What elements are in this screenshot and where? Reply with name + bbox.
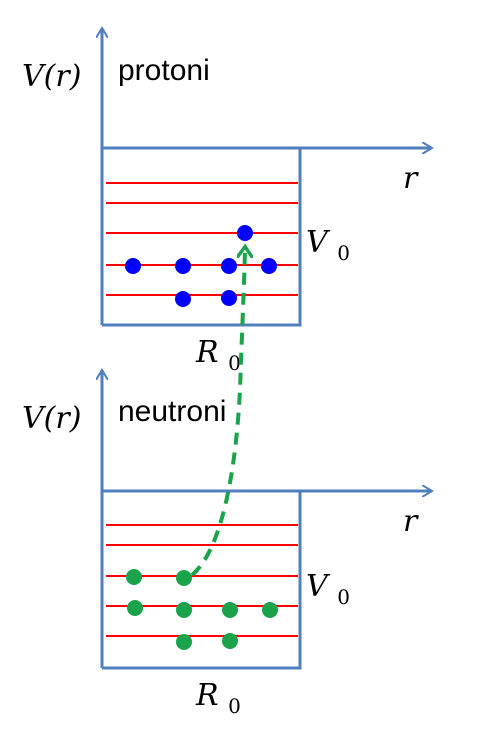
proton-dot	[221, 258, 237, 274]
proton-depth-label: V 0	[306, 225, 350, 265]
neutron-axis-label: V(r)	[22, 401, 81, 436]
neutron-dot	[176, 570, 192, 586]
proton-well-panel: V(r) protoni r V 0 R 0	[22, 28, 432, 375]
proton-r-label: r	[403, 161, 419, 196]
neutron-particles	[126, 569, 278, 650]
subscript: 0	[228, 694, 241, 718]
neutron-dot	[126, 569, 142, 585]
neutron-dot	[176, 602, 192, 618]
proton-dot	[175, 291, 191, 307]
neutron-well-panel: V(r) neutroni r V 0 R 0	[22, 370, 432, 718]
subscript: 0	[228, 351, 241, 375]
proton-energy-levels	[106, 182, 298, 296]
proton-dot	[175, 258, 191, 274]
neutron-dot	[127, 600, 143, 616]
proton-dot	[125, 258, 141, 274]
neutron-title: neutroni	[118, 395, 226, 428]
neutron-r-label: r	[403, 504, 419, 539]
neutron-dot	[176, 634, 192, 650]
beta-decay-transition-arrow	[190, 250, 245, 577]
proton-dot	[261, 258, 277, 274]
proton-radius-label: R 0	[195, 335, 241, 375]
proton-well-outline	[102, 146, 302, 327]
neutron-dot	[222, 602, 238, 618]
proton-title: protoni	[118, 54, 210, 87]
subscript: 0	[337, 241, 350, 265]
neutron-dot	[262, 602, 278, 618]
neutron-depth-label: V 0	[306, 569, 350, 609]
neutron-dot	[222, 633, 238, 649]
neutron-well-outline	[102, 489, 302, 670]
proton-dot	[221, 290, 237, 306]
proton-dot-excited	[237, 225, 253, 241]
subscript: 0	[337, 585, 350, 609]
proton-particles	[125, 225, 277, 307]
proton-axis-label: V(r)	[22, 59, 81, 94]
neutron-radius-label: R 0	[195, 678, 241, 718]
